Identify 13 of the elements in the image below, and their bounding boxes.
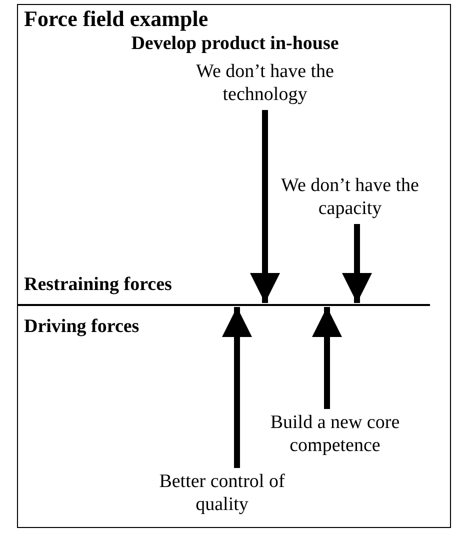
arrow <box>222 307 252 468</box>
force-description: We don’t have the capacity <box>280 174 420 220</box>
force-description: Better control of quality <box>137 470 307 516</box>
force-description: Build a new core competence <box>240 411 430 457</box>
divider-line <box>17 304 430 306</box>
arrow <box>250 110 280 303</box>
arrow <box>312 307 342 409</box>
section-label: Restraining forces <box>24 274 172 296</box>
arrow <box>342 224 372 303</box>
force-description: We don’t have the technology <box>180 60 350 106</box>
section-label: Driving forces <box>24 316 140 338</box>
subtitle: Develop product in-house <box>130 33 340 55</box>
diagram-title: Force field example <box>24 6 208 32</box>
